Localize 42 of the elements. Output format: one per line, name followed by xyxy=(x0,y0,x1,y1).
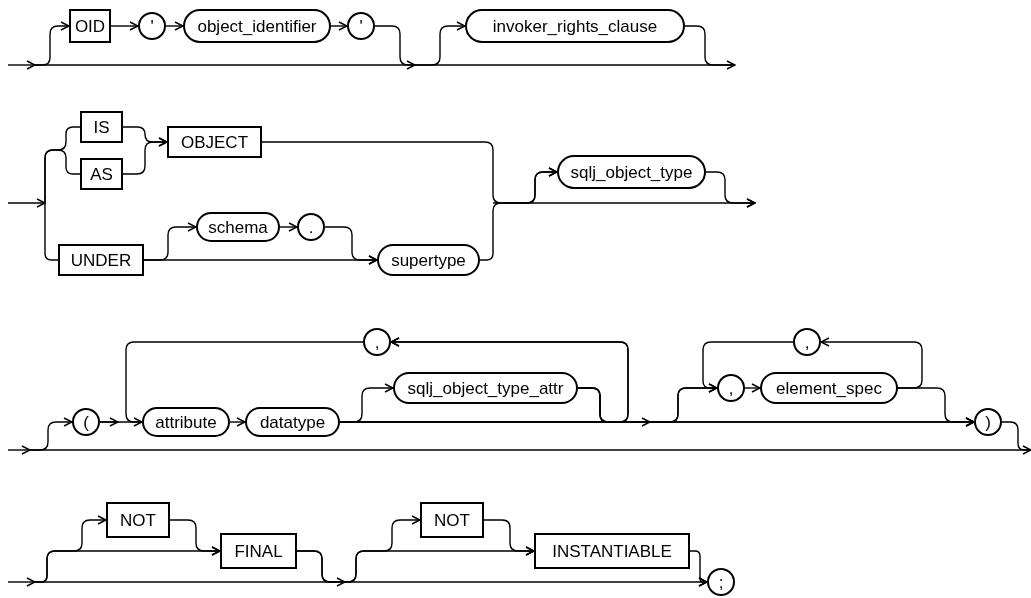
connector-line xyxy=(702,341,794,389)
keyword-box: NOT xyxy=(420,502,484,538)
arrow xyxy=(99,417,143,427)
arrow xyxy=(374,21,466,66)
term-pill: object_identifier xyxy=(183,9,331,43)
arrow xyxy=(689,550,708,587)
keyword-box: OBJECT xyxy=(167,126,262,158)
arrow xyxy=(110,21,139,31)
arrow xyxy=(29,417,73,451)
term-pill: sqlj_object_type_attr xyxy=(393,372,578,404)
term-pill: sqlj_object_type xyxy=(557,155,706,189)
arrow xyxy=(169,519,221,556)
keyword-box: NOT xyxy=(106,502,170,538)
arrow xyxy=(897,387,975,427)
term-pill: supertype xyxy=(377,244,480,276)
term-pill: attribute xyxy=(142,407,230,437)
arrow xyxy=(820,337,923,389)
arrow xyxy=(229,417,246,427)
arrow xyxy=(143,255,378,265)
keyword-box: IS xyxy=(80,111,123,143)
keyword-box: INSTANTIABLE xyxy=(534,533,690,569)
arrow xyxy=(744,383,761,393)
arrow xyxy=(122,137,168,175)
term-pill: datatype xyxy=(245,407,340,437)
arrow xyxy=(279,222,298,232)
arrow xyxy=(479,167,558,261)
arrow xyxy=(330,21,348,31)
connector-line xyxy=(684,25,736,66)
keyword-box: FINAL xyxy=(220,533,297,569)
term-pill: schema xyxy=(196,212,280,242)
arrow xyxy=(483,519,535,556)
arrow xyxy=(165,21,184,31)
term-pill: invoker_rights_clause xyxy=(465,9,685,43)
keyword-box: OID xyxy=(69,9,111,43)
arrow xyxy=(34,21,70,66)
term-pill: element_spec xyxy=(760,372,898,404)
keyword-box: AS xyxy=(80,158,123,190)
keyword-box: UNDER xyxy=(58,244,144,276)
arrow xyxy=(705,171,756,208)
connector-line xyxy=(1001,421,1031,451)
connector-line xyxy=(44,149,81,204)
connector-line xyxy=(125,341,364,423)
